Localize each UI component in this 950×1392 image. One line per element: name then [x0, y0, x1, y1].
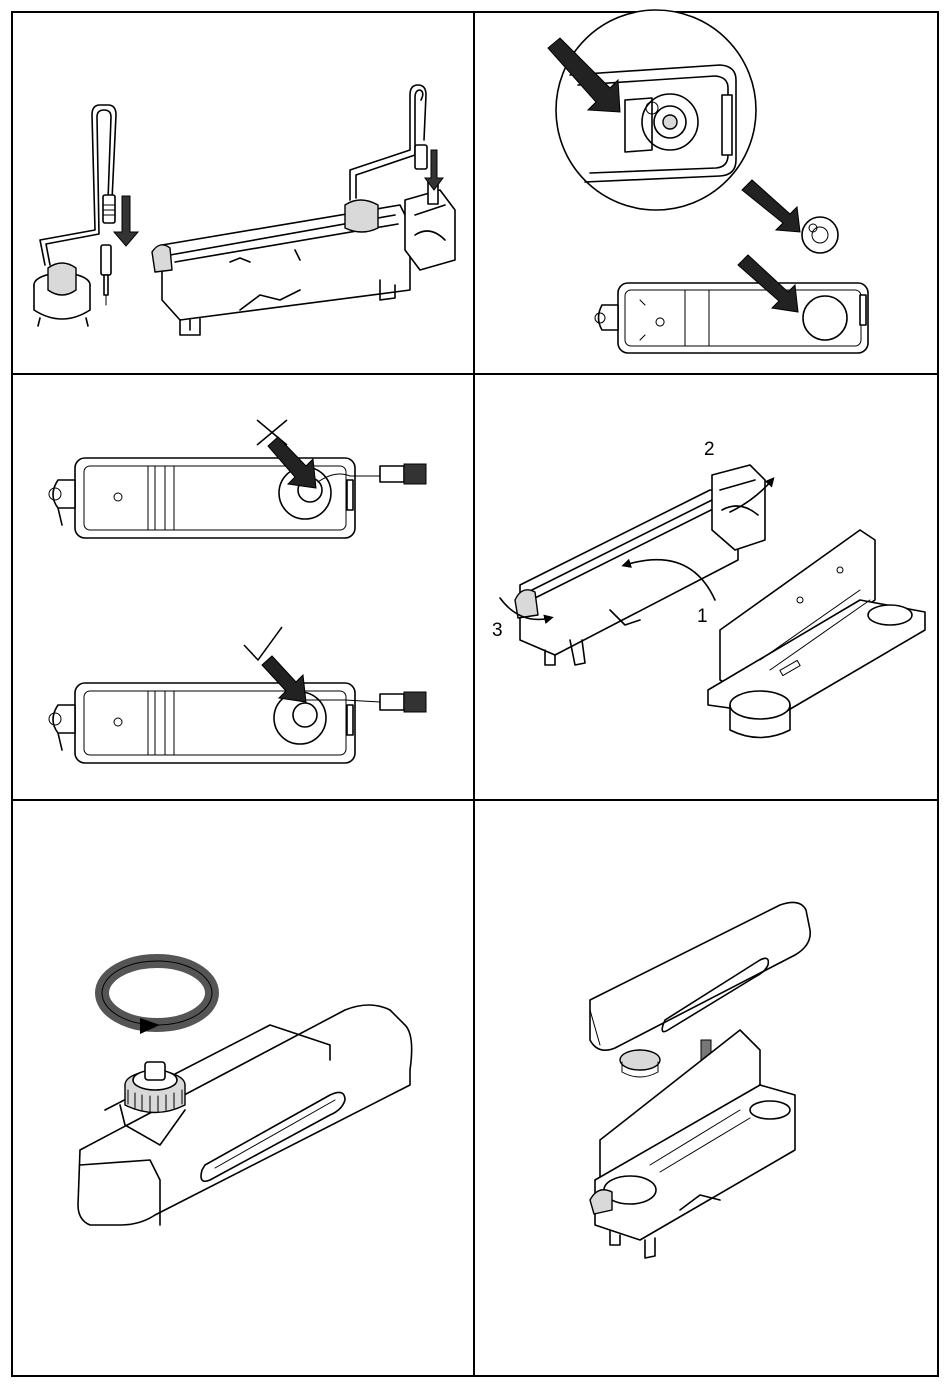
- step-4-panel: 2 1 3: [492, 439, 925, 738]
- callout-1: 1: [697, 606, 708, 627]
- lid-assembly: [78, 1005, 412, 1225]
- rotate-ring-icon: [102, 961, 212, 1034]
- upper-lid: [590, 902, 810, 1077]
- step-3-panel: [49, 420, 426, 763]
- tray-illustration: [152, 85, 455, 335]
- callout-3: 3: [492, 620, 503, 641]
- tray-wrong: [49, 458, 426, 538]
- step-6-panel: [590, 902, 810, 1258]
- down-arrow-icon: [114, 196, 138, 246]
- tray-topview: [595, 283, 868, 353]
- step-5-panel: [78, 961, 412, 1225]
- step-1-panel: [34, 85, 455, 335]
- callout-2: 2: [704, 439, 715, 460]
- step-2-panel: [548, 10, 868, 353]
- tray-right: [49, 683, 426, 763]
- arrow-icon-cap: [742, 180, 800, 232]
- pump-illustration: [34, 105, 116, 326]
- insert-tray: [708, 530, 925, 738]
- lower-tray: [590, 1030, 795, 1258]
- check-icon: [244, 627, 282, 660]
